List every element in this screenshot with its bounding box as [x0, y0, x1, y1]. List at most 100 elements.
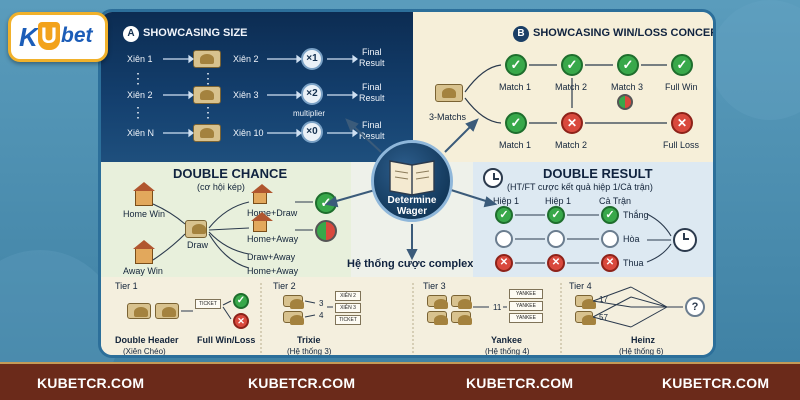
draw-label: Draw [187, 240, 209, 250]
row2-result: Final Result [359, 82, 385, 103]
clock-icon [483, 168, 503, 188]
tiers-panel: Tier 1 TICKET ✓ ✕ Double Header (Xiên Ch… [101, 277, 713, 356]
row1-result: Final Result [359, 47, 385, 68]
check-icon: ✓ [601, 206, 619, 224]
row2-right: Xiên 3 [233, 90, 259, 100]
col-half1: Hiệp 1 [493, 196, 520, 206]
row-draw: Hòa [623, 234, 640, 244]
arrows-b [464, 64, 667, 124]
tier2-num1: 3 [319, 299, 324, 308]
tier2-num2: 4 [319, 311, 324, 320]
tier1-sub: (Xiên Chéo) [123, 347, 166, 356]
cross-icon: ✕ [561, 112, 583, 134]
double-result-title: DOUBLE RESULT [543, 166, 653, 181]
row3-result: Final Result [359, 120, 385, 141]
infographic-card: A SHOWCASING SIZE Xiên 1 Xiên 2 ×1 Final… [98, 9, 716, 358]
tier2-name: Trixie [297, 335, 321, 345]
row-win: Thắng [623, 210, 649, 220]
row1-left: Xiên 1 [127, 54, 153, 64]
section-a-badge: A [123, 26, 139, 42]
bag-icon [155, 303, 179, 319]
neutral-icon [547, 230, 565, 248]
double-result-subtitle: (HT/FT cược kết quả hiệp 1/Cả trận) [507, 182, 653, 192]
start-label: 3-Matchs [429, 112, 467, 122]
tier4-sub: (Hệ thống 6) [619, 347, 664, 356]
question-icon: ? [685, 297, 705, 317]
tier2-sub: (Hệ thống 3) [287, 347, 332, 356]
outcome2: Home+Away [247, 234, 299, 244]
hub-label: Determine Wager [387, 195, 437, 217]
check-icon: ✓ [505, 54, 527, 76]
arrows-dc [152, 201, 313, 269]
tier1-label: Tier 1 [115, 281, 138, 291]
top-match2: Match 2 [555, 82, 588, 92]
double-chance-panel: DOUBLE CHANCE (cơ hội kép) Home Win Away… [101, 162, 351, 277]
bag-icon [283, 311, 304, 325]
footer-bar: KUBETCR.COM KUBETCR.COM KUBETCR.COM KUBE… [0, 362, 800, 400]
dots: ⋮ [131, 70, 145, 86]
ticket-icon: YANKEE [509, 301, 543, 311]
bag-icon [435, 84, 463, 102]
double-result-panel: DOUBLE RESULT (HT/FT cược kết quả hiệp 1… [473, 162, 713, 277]
footer-link[interactable]: KUBETCR.COM [466, 375, 574, 391]
tier1-extra: Full Win/Loss [197, 335, 256, 345]
top-match1: Match 1 [499, 82, 532, 92]
house-icon [251, 212, 273, 232]
tier1-name: Double Header [115, 335, 179, 345]
footer-link[interactable]: KUBETCR.COM [662, 375, 770, 391]
tier3-label: Tier 3 [423, 281, 446, 291]
dots: ⋮ [201, 104, 215, 120]
footer-link[interactable]: KUBETCR.COM [37, 375, 145, 391]
check-icon: ✓ [233, 293, 249, 309]
ticket-icon: YANKEE [509, 289, 543, 299]
house-icon [133, 240, 155, 264]
tier3-sub: (Hệ thống 4) [485, 347, 530, 356]
complex-title: Hệ thống cược complex [347, 258, 474, 270]
multiplier-2: ×2 [301, 83, 323, 105]
top-match3: Match 3 [611, 82, 644, 92]
outcome3: Draw+Away [247, 252, 296, 262]
section-a-title: SHOWCASING SIZE [143, 27, 248, 39]
row3-left: Xiên N [127, 128, 155, 138]
row3-right: Xiên 10 [233, 128, 264, 138]
double-chance-subtitle: (cơ hội kép) [197, 182, 245, 192]
bottom-match2: Match 2 [555, 140, 588, 150]
partial-icon [315, 220, 337, 242]
check-icon: ✓ [617, 54, 639, 76]
book-icon [389, 160, 435, 196]
arrows-dr [515, 213, 672, 264]
tier4-num2: 57 [599, 313, 608, 322]
col-full: Cả Trận [599, 196, 632, 206]
win-loss-panel: B SHOWCASING WIN/LOSS CONCEPT 3-Matchs ✓… [413, 12, 713, 162]
neutral-icon [495, 230, 513, 248]
bag-icon [575, 295, 596, 309]
dots: ⋮ [131, 104, 145, 120]
check-icon: ✓ [495, 206, 513, 224]
neutral-icon [601, 230, 619, 248]
tier3-name: Yankee [491, 335, 523, 345]
cross-icon: ✕ [495, 254, 513, 272]
clock-icon [673, 228, 697, 252]
footer-link[interactable]: KUBETCR.COM [248, 375, 356, 391]
check-icon: ✓ [547, 206, 565, 224]
full-win-label: Full Win [665, 82, 698, 92]
ticket-icon: YANKEE [509, 313, 543, 323]
hub-connectors [324, 118, 498, 261]
row-lose: Thua [623, 258, 644, 268]
dots: ⋮ [201, 70, 215, 86]
bag-icon [575, 311, 596, 325]
showcasing-size-panel: A SHOWCASING SIZE Xiên 1 Xiên 2 ×1 Final… [101, 12, 413, 162]
tier4-label: Tier 4 [569, 281, 592, 291]
house-icon [251, 184, 273, 204]
section-b-badge: B [513, 26, 529, 42]
cross-icon: ✕ [601, 254, 619, 272]
check-icon: ✓ [671, 54, 693, 76]
row1-right: Xiên 2 [233, 54, 259, 64]
tier3-num: 11 [493, 303, 502, 312]
multiplier-label: multiplier [293, 109, 326, 118]
kubet-logo[interactable]: K U bet [8, 12, 108, 62]
house-icon [133, 182, 155, 206]
col-half2: Hiệp 1 [545, 196, 572, 206]
cross-icon: ✕ [547, 254, 565, 272]
away-win-label: Away Win [123, 266, 163, 276]
